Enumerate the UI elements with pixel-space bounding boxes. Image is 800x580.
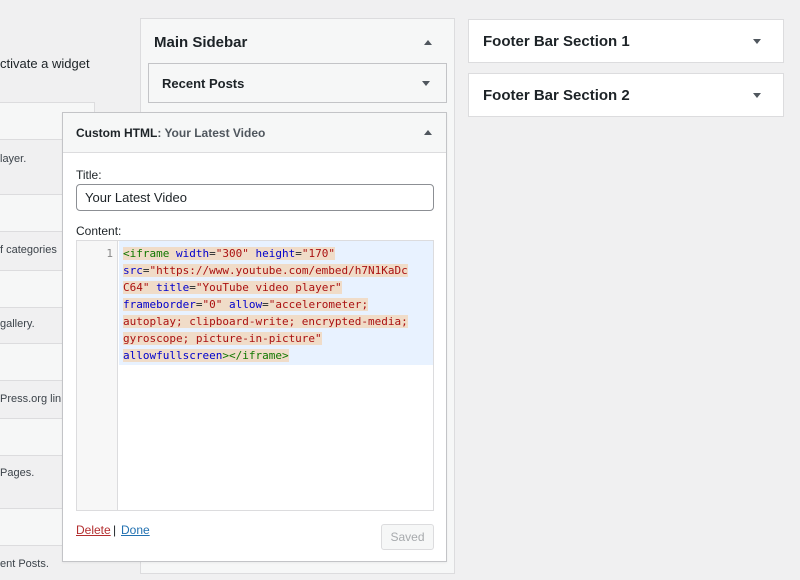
custom-html-widget-header[interactable]: Custom HTML: Your Latest Video — [63, 113, 446, 153]
recent-posts-widget[interactable]: Recent Posts — [148, 63, 447, 103]
code-token: C64" — [123, 281, 150, 294]
code-token: gyroscope; picture-in-picture" — [123, 332, 322, 345]
done-link[interactable]: Done — [121, 523, 150, 537]
triangle-down-icon[interactable] — [753, 38, 761, 44]
code-token: "0" — [202, 298, 223, 311]
main-sidebar-title: Main Sidebar — [154, 33, 248, 51]
code-content[interactable]: <iframe width="300" height="170" src="ht… — [119, 241, 433, 365]
link-separator: | — [113, 523, 117, 537]
code-token: "300" — [215, 247, 249, 260]
line-number: 1 — [106, 247, 113, 260]
code-token: "170" — [301, 247, 335, 260]
main-sidebar-header[interactable]: Main Sidebar — [141, 19, 454, 65]
content-field-label: Content: — [76, 224, 122, 238]
available-widget-description: ent Posts. — [0, 558, 49, 570]
code-token: <iframe — [123, 247, 170, 260]
saved-button[interactable]: Saved — [381, 524, 434, 550]
triangle-down-icon[interactable] — [422, 80, 430, 86]
footer-bar-section-2[interactable]: Footer Bar Section 2 — [468, 73, 784, 117]
code-token: frameborder — [123, 298, 196, 311]
code-token: "YouTube video player" — [195, 281, 342, 294]
code-token: autoplay; clipboard-write; encrypted-med… — [123, 315, 408, 328]
code-token: width — [175, 247, 210, 260]
available-widget-description: Press.org lin — [0, 393, 62, 405]
code-token: "https://www.youtube.com/embed/h7N1KaDc — [149, 264, 408, 277]
triangle-up-icon[interactable] — [424, 130, 432, 135]
code-token: ></iframe> — [222, 349, 289, 362]
code-token: allow — [228, 298, 263, 311]
triangle-up-icon[interactable] — [424, 39, 432, 45]
available-widget-description: layer. — [0, 153, 27, 165]
title-field-label: Title: — [76, 168, 102, 182]
code-token: allowfullscreen — [123, 349, 223, 362]
triangle-down-icon[interactable] — [753, 92, 761, 98]
code-token: height — [255, 247, 296, 260]
widget-type-label: Custom HTML — [76, 125, 158, 140]
footer-section-title: Footer Bar Section 2 — [483, 86, 630, 104]
footer-section-title: Footer Bar Section 1 — [483, 32, 630, 50]
editor-gutter: 1 — [77, 241, 118, 510]
code-editor[interactable]: 1 <iframe width="300" height="170" src="… — [76, 240, 434, 511]
available-widget-description: f categories — [0, 244, 57, 256]
widgets-intro-text: ctivate a widget — [0, 56, 90, 71]
delete-link[interactable]: Delete — [76, 523, 111, 537]
code-token: title — [156, 281, 190, 294]
code-token: src — [123, 264, 143, 277]
available-widget-description: gallery. — [0, 318, 35, 330]
custom-html-widget: Custom HTML: Your Latest Video Title: Co… — [62, 112, 447, 562]
code-token: "accelerometer; — [268, 298, 369, 311]
recent-posts-label: Recent Posts — [162, 75, 245, 91]
available-widget-description: Pages. — [0, 467, 35, 479]
widget-instance-name: : Your Latest Video — [157, 125, 266, 140]
custom-html-widget-title: Custom HTML: Your Latest Video — [76, 126, 265, 140]
footer-bar-section-1[interactable]: Footer Bar Section 1 — [468, 19, 784, 63]
title-input[interactable] — [76, 184, 434, 211]
